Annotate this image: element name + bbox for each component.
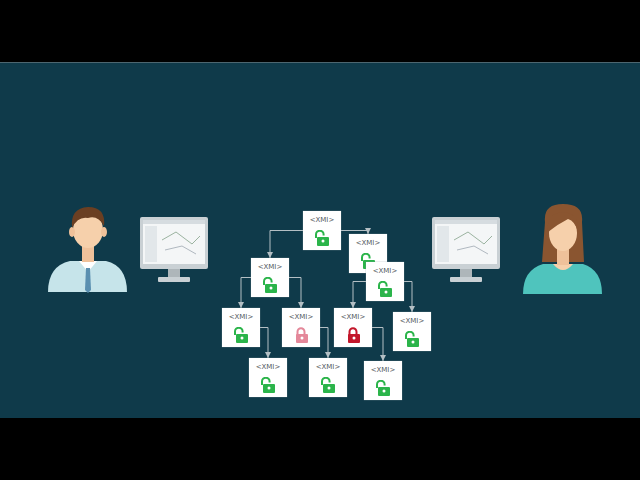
open-padlock-icon bbox=[259, 377, 277, 393]
xmi-document: <XMI> bbox=[251, 258, 289, 297]
xmi-document: <XMI> bbox=[366, 262, 404, 301]
open-padlock-icon bbox=[376, 281, 394, 297]
tree-connector bbox=[320, 328, 328, 359]
closed-padlock-icon bbox=[292, 327, 310, 343]
xmi-document: <XMI> bbox=[282, 308, 320, 347]
document-label: <XMI> bbox=[373, 267, 398, 275]
xmi-document: <XMI> bbox=[364, 361, 402, 400]
open-padlock-icon bbox=[232, 327, 250, 343]
monitor-right bbox=[432, 217, 500, 282]
open-padlock-icon bbox=[319, 377, 337, 393]
document-label: <XMI> bbox=[310, 216, 335, 224]
document-label: <XMI> bbox=[258, 263, 283, 271]
monitor-left bbox=[140, 217, 208, 282]
tree-connector bbox=[404, 282, 412, 313]
document-label: <XMI> bbox=[371, 366, 396, 374]
document-label: <XMI> bbox=[341, 313, 366, 321]
xmi-document: <XMI> bbox=[334, 308, 372, 347]
xmi-document: <XMI> bbox=[393, 312, 431, 351]
tree-connector bbox=[353, 282, 366, 309]
woman-figure bbox=[523, 204, 602, 294]
closed-padlock-icon bbox=[344, 327, 362, 343]
document-label: <XMI> bbox=[400, 317, 425, 325]
xmi-document: <XMI> bbox=[303, 211, 341, 250]
tree-connector bbox=[372, 328, 383, 362]
tree-connector bbox=[289, 278, 301, 309]
document-label: <XMI> bbox=[289, 313, 314, 321]
document-label: <XMI> bbox=[316, 363, 341, 371]
open-padlock-icon bbox=[261, 277, 279, 293]
tree-connector bbox=[241, 278, 251, 309]
open-padlock-icon bbox=[403, 331, 421, 347]
xmi-document: <XMI> bbox=[222, 308, 260, 347]
xmi-document: <XMI> bbox=[249, 358, 287, 397]
open-padlock-icon bbox=[313, 230, 331, 246]
document-label: <XMI> bbox=[356, 239, 381, 247]
document-label: <XMI> bbox=[256, 363, 281, 371]
document-label: <XMI> bbox=[229, 313, 254, 321]
xmi-document: <XMI> bbox=[309, 358, 347, 397]
man-figure bbox=[48, 207, 127, 293]
tree-connector bbox=[270, 231, 303, 259]
open-padlock-icon bbox=[374, 380, 392, 396]
tree-connector bbox=[260, 328, 268, 359]
